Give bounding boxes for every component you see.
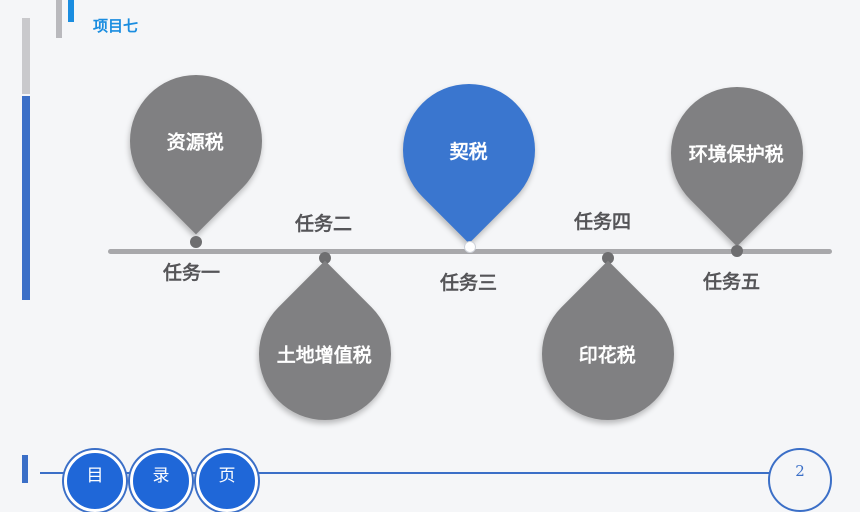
left-accent-bar-gray: [22, 18, 30, 94]
page-number-badge: 2: [768, 448, 832, 512]
nav-button-1[interactable]: 目: [64, 450, 126, 512]
task-label-4: 任务四: [574, 211, 632, 233]
nav-button-label-3: 页: [218, 466, 236, 486]
left-accent-bar-blue: [22, 96, 30, 300]
pin-label-task-3: 契税: [449, 140, 489, 163]
timeline-node-3: [464, 241, 476, 253]
left-bottom-accent-bar: [22, 455, 28, 483]
pin-label-task-1: 资源税: [167, 131, 225, 154]
pin-label-task-5: 环境保护税: [689, 143, 785, 166]
pin-label-task-2: 土地增值税: [277, 344, 373, 367]
pin-task-5[interactable]: 环境保护税: [643, 59, 831, 247]
task-label-2: 任务二: [295, 213, 353, 235]
pin-task-4[interactable]: 印花税: [514, 260, 702, 448]
pin-task-1[interactable]: 资源税: [102, 47, 290, 235]
nav-button-3[interactable]: 页: [196, 450, 258, 512]
task-label-1: 任务一: [163, 262, 221, 284]
header-accent-blue: [68, 0, 74, 22]
nav-button-label-1: 目: [86, 466, 104, 486]
nav-button-2[interactable]: 录: [130, 450, 192, 512]
nav-button-label-2: 录: [152, 466, 170, 486]
bottom-nav-line: [40, 472, 785, 474]
pin-label-task-4: 印花税: [579, 344, 637, 367]
header-accent-gray: [56, 0, 62, 38]
task-label-5: 任务五: [703, 271, 761, 293]
page-title: 项目七: [93, 17, 139, 35]
timeline-node-2: [319, 252, 331, 264]
timeline-node-1: [190, 236, 202, 248]
task-label-3: 任务三: [440, 272, 498, 294]
timeline-node-4: [602, 252, 614, 264]
page-number: 2: [795, 462, 805, 480]
timeline-node-5: [731, 245, 743, 257]
pin-task-3[interactable]: 契税: [375, 56, 563, 244]
pin-task-2[interactable]: 土地增值税: [231, 260, 419, 448]
